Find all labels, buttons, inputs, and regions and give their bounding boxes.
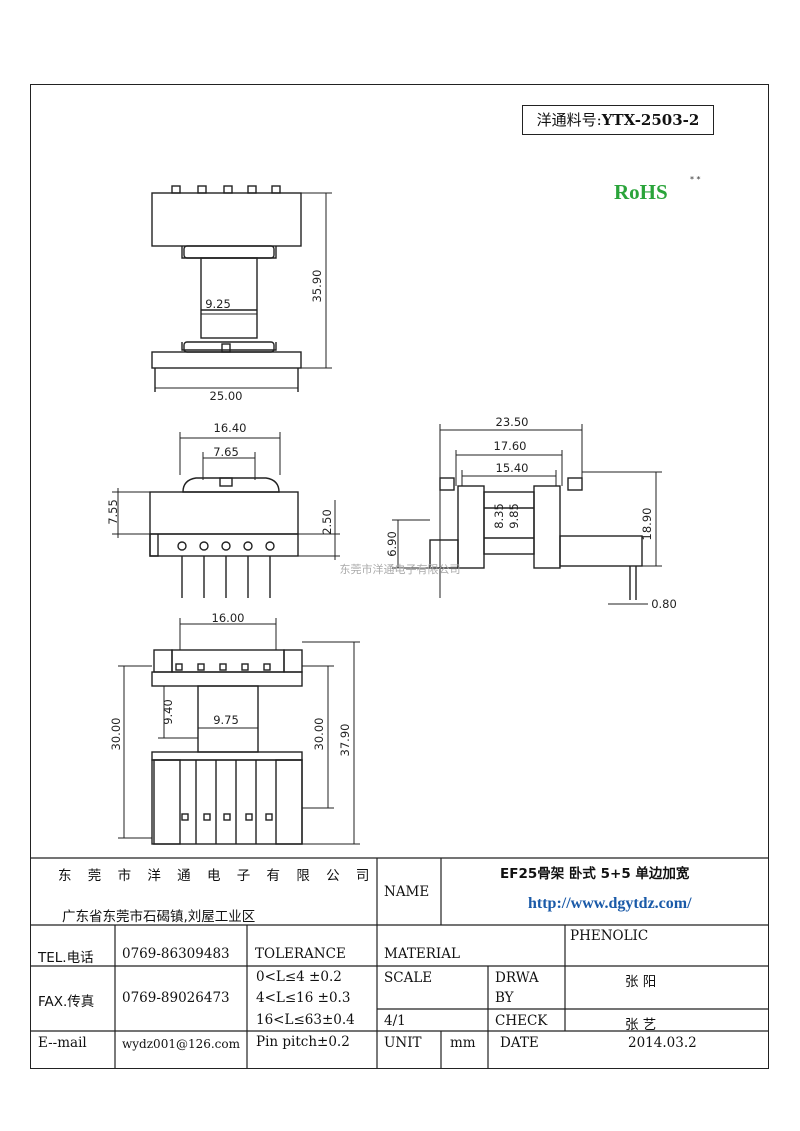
dim-bottom-b: 9.75 [213,713,239,727]
email-label: E--mail [38,1035,87,1051]
scale-value: 4/1 [384,1013,406,1029]
scale-label: SCALE [384,970,433,986]
side-view [392,424,662,605]
company-address: 广东省东莞市石碣镇,刘屋工业区 [62,909,256,925]
rohs-label: RoHS [614,180,668,204]
website-url: http://www.dgytdz.com/ [528,895,692,912]
unit-label: UNIT [384,1035,422,1051]
drawing-frame [30,84,769,1069]
check-value: 张 艺 [625,1017,657,1033]
dim-front-width: 16.40 [214,421,247,435]
dim-front-right: 2.50 [320,509,334,535]
dim-top-height: 35.90 [310,270,324,303]
dim-pin-dia: 0.80 [651,597,677,611]
tolerance-row-2: 4<L≤16 ±0.3 [256,990,351,1006]
dim-front-left: 7.55 [106,499,120,525]
date-label: DATE [500,1035,539,1051]
front-view [112,432,340,598]
drawn-by-label-1: DRWA [495,970,539,986]
name-label: NAME [384,884,430,900]
top-view [151,185,332,392]
material-value: PHENOLIC [570,928,649,944]
dim-front-inner: 7.65 [213,445,239,459]
tolerance-row-4: Pin pitch±0.2 [256,1034,350,1050]
tolerance-row-1: 0<L≤4 ±0.2 [256,969,342,985]
dim-side-b: 9.85 [507,503,521,529]
dim-top-core: 9.25 [205,297,231,311]
fax-label: FAX.传真 [38,994,95,1010]
part-number-box: 洋通料号:YTX-2503-2 [522,105,714,135]
email-value: wydz001@126.com [122,1037,241,1051]
drawn-by-value: 张 阳 [625,974,657,990]
dim-top-width: 25.00 [210,389,243,403]
tel-label: TEL.电话 [38,950,94,966]
dim-side-left: 6.90 [385,531,399,557]
part-number-value: YTX-2503-2 [601,111,700,129]
drawn-by-label-2: BY [495,990,514,1006]
fax-value: 0769-89026473 [122,990,230,1006]
check-label: CHECK [495,1013,548,1029]
part-number-label: 洋通料号: [536,111,602,129]
unit-value: mm [450,1035,476,1051]
dim-bottom-left: 30.00 [109,718,123,751]
dim-bottom-right: 30.00 [312,718,326,751]
dim-bottom-total: 37.90 [338,724,352,757]
rohs-mark: * * [690,175,701,184]
date-value: 2014.03.2 [628,1035,697,1051]
dim-side-mid: 17.60 [494,439,527,453]
tel-value: 0769-86309483 [122,946,230,962]
tolerance-row-3: 16<L≤63±0.4 [256,1012,355,1028]
tolerance-label: TOLERANCE [255,946,346,962]
material-label: MATERIAL [384,946,460,962]
dim-side-total: 23.50 [496,415,529,429]
dim-bottom-width: 16.00 [212,611,245,625]
watermark: 东莞市洋通电子有限公司 [340,562,461,576]
dim-side-inner: 15.40 [496,461,529,475]
dim-bottom-a: 9.40 [161,699,175,725]
name-value: EF25骨架 卧式 5+5 单边加宽 [500,866,690,882]
title-block-grid [30,857,769,1068]
company-name: 东 莞 市 洋 通 电 子 有 限 公 司 [58,868,376,884]
dim-side-height: 18.90 [640,508,654,541]
dimension-labels: 35.90 9.25 25.00 16.40 7.65 7.55 2.50 23… [106,270,677,757]
dim-side-a: 8.35 [492,503,506,529]
bottom-view [118,618,360,845]
